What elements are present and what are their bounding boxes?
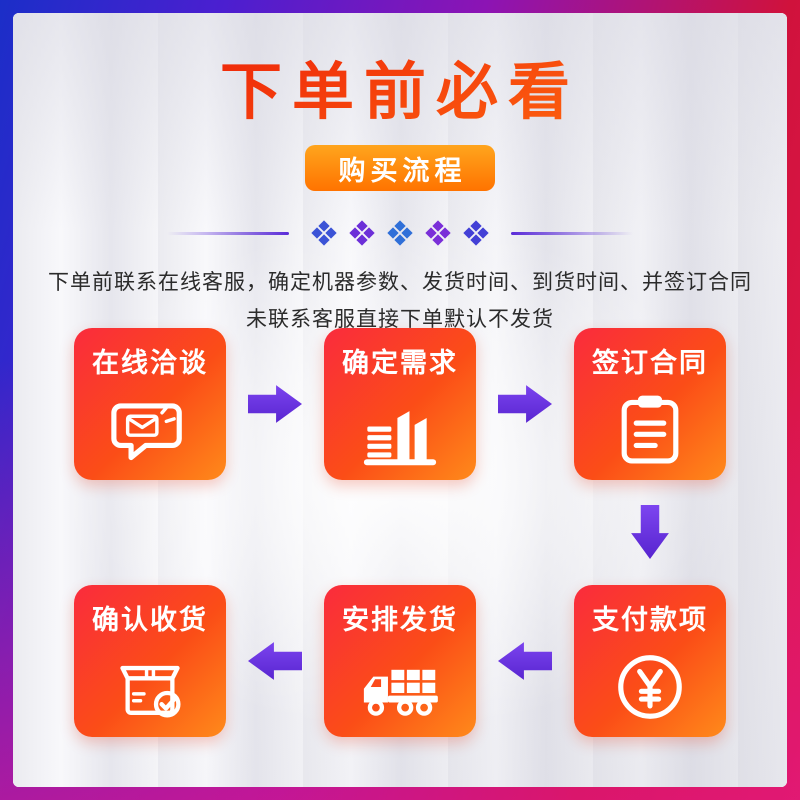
step-card-confirm-receipt: 确认收货 bbox=[74, 585, 226, 737]
delivery-truck-icon bbox=[357, 637, 443, 737]
step-card-sign-contract: 签订合同 bbox=[574, 328, 726, 480]
step-label: 在线洽谈 bbox=[92, 348, 208, 378]
diamond-cluster-icon bbox=[425, 220, 451, 246]
step-card-confirm-requirements: 确定需求 bbox=[324, 328, 476, 480]
step-label: 签订合同 bbox=[592, 348, 708, 378]
factory-icon bbox=[357, 380, 443, 480]
step-card-payment: 支付款项 bbox=[574, 585, 726, 737]
diamond-cluster-icon bbox=[387, 220, 413, 246]
divider-line bbox=[167, 231, 289, 235]
page-title: 下单前必看 bbox=[13, 41, 787, 131]
step-label: 支付款项 bbox=[592, 605, 708, 635]
notice-line1: 下单前联系在线客服，确定机器参数、发货时间、到货时间、并签订合同 bbox=[48, 271, 752, 294]
step-label: 安排发货 bbox=[342, 605, 458, 635]
notice-line2: 未联系客服直接下单默认不发货 bbox=[246, 307, 554, 331]
process-badge: 购买流程 bbox=[305, 145, 495, 191]
notice-text: 下单前联系在线客服，确定机器参数、发货时间、到货时间、并签订合同 未联系客服直接… bbox=[13, 265, 787, 339]
decorative-divider bbox=[13, 220, 787, 246]
diamond-cluster-icon bbox=[349, 220, 375, 246]
step-card-online-chat: 在线洽谈 bbox=[74, 328, 226, 480]
package-check-icon bbox=[107, 637, 193, 737]
divider-line bbox=[511, 231, 633, 235]
poster-body: 下单前必看 购买流程 下单前联系在线客服，确定机器参数、发货时间、到货时间、并签… bbox=[13, 13, 787, 787]
diamond-cluster-icon bbox=[463, 220, 489, 246]
step-label: 确定需求 bbox=[342, 348, 458, 378]
chat-envelope-icon bbox=[107, 380, 193, 480]
step-card-arrange-shipping: 安排发货 bbox=[324, 585, 476, 737]
contract-clipboard-icon bbox=[607, 380, 693, 480]
step-label: 确认收货 bbox=[92, 605, 208, 635]
payment-yuan-icon bbox=[607, 637, 693, 737]
diamond-cluster-icon bbox=[311, 220, 337, 246]
